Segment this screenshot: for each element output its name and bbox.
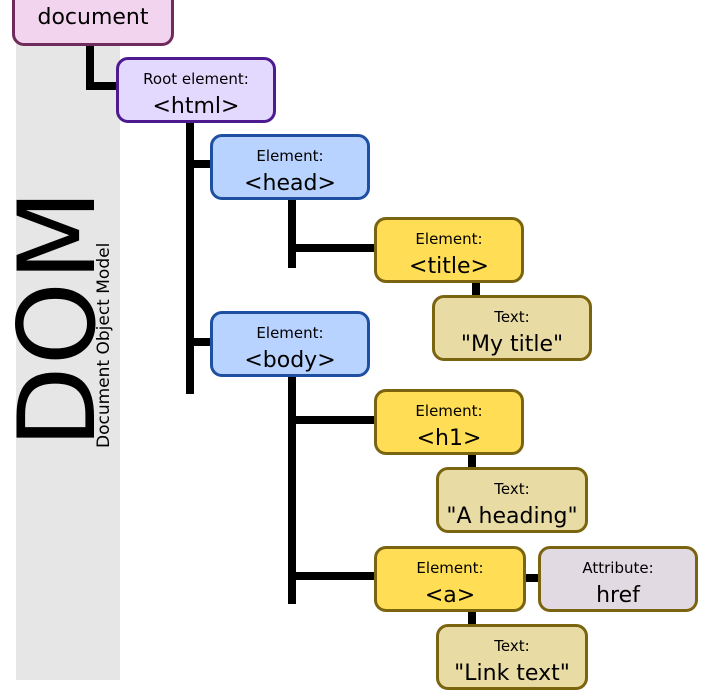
- node-html-tag: <html>: [152, 94, 240, 119]
- node-h1-text-value: "A heading": [446, 504, 578, 529]
- node-h1-tag: <h1>: [416, 426, 482, 451]
- dom-title: DOM: [0, 188, 119, 448]
- node-h1-kind: Element:: [415, 402, 483, 420]
- node-html-kind: Root element:: [143, 70, 249, 88]
- node-title-text-kind: Text:: [494, 308, 530, 326]
- node-body-tag: <body>: [244, 348, 336, 373]
- connector-document-html-v: [86, 44, 94, 90]
- node-a-tag: <a>: [424, 583, 476, 608]
- connector-document-html-h: [86, 82, 118, 90]
- node-h1-text: Text: "A heading": [436, 467, 588, 533]
- connector-html-head: [186, 160, 212, 168]
- node-head-tag: <head>: [244, 171, 336, 196]
- connector-body-a: [288, 572, 376, 580]
- connector-body-h1: [288, 416, 376, 424]
- node-body: Element: <body>: [210, 311, 370, 377]
- dom-subtitle: Document Object Model: [94, 242, 114, 448]
- node-a-text: Text: "Link text": [436, 624, 588, 690]
- node-a-attribute: Attribute: href: [538, 546, 698, 612]
- node-h1: Element: <h1>: [374, 389, 524, 455]
- node-a-text-value: "Link text": [454, 661, 570, 686]
- connector-h1-text: [468, 452, 476, 470]
- node-title-tag: <title>: [409, 254, 489, 279]
- node-head: Element: <head>: [210, 134, 370, 200]
- connector-head-trunk: [288, 200, 296, 268]
- node-title-text-value: "My title": [460, 332, 564, 357]
- connector-a-text: [468, 608, 476, 626]
- node-title-text: Text: "My title": [432, 295, 592, 361]
- node-head-kind: Element:: [256, 147, 324, 165]
- node-title: Element: <title>: [374, 217, 524, 283]
- connector-a-attr: [524, 574, 542, 582]
- node-a-text-kind: Text:: [494, 637, 530, 655]
- node-a: Element: <a>: [374, 546, 526, 612]
- sidebar-band: [16, 0, 120, 680]
- node-a-attribute-kind: Attribute:: [582, 559, 654, 577]
- node-document: document: [12, 0, 174, 46]
- connector-html-trunk: [186, 120, 194, 394]
- connector-head-title: [288, 244, 376, 252]
- node-a-kind: Element:: [416, 559, 484, 577]
- connector-body-trunk: [288, 376, 296, 604]
- connector-html-body: [186, 338, 212, 346]
- node-a-attribute-value: href: [596, 583, 640, 608]
- node-document-tag: document: [37, 5, 149, 30]
- node-body-kind: Element:: [256, 324, 324, 342]
- node-h1-text-kind: Text:: [494, 480, 530, 498]
- node-html: Root element: <html>: [116, 57, 276, 123]
- node-title-kind: Element:: [415, 230, 483, 248]
- connector-title-text: [472, 280, 480, 298]
